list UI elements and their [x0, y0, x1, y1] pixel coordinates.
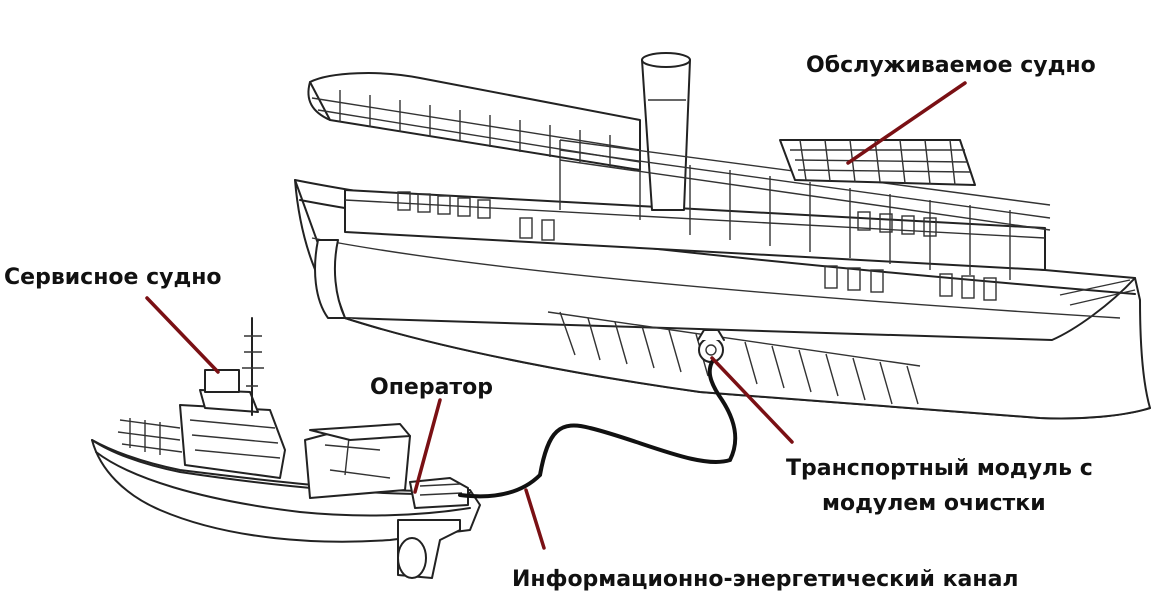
label-service-vessel: Сервисное судно [4, 265, 222, 290]
hull-panels [547, 311, 921, 405]
funnel [641, 53, 691, 211]
served-vessel-drawing [294, 52, 1151, 420]
service-vessel-drawing [91, 317, 481, 579]
label-channel: Информационно-энергетический канал [512, 567, 1019, 592]
leader-lines [145, 81, 967, 550]
leader-service-vessel [145, 296, 220, 374]
leader-channel [524, 488, 546, 550]
served-vessel-bottom [344, 317, 1151, 420]
leader-operator [413, 398, 442, 494]
label-transport-module-line2: модулем очистки [822, 491, 1046, 516]
served-vessel-windows [397, 191, 997, 301]
transport-module-drawing [697, 329, 725, 363]
label-served-vessel: Обслуживаемое судно [806, 53, 1096, 78]
leader-transport-module [710, 356, 794, 444]
leader-served-vessel [846, 81, 967, 165]
information-energy-channel-cable [458, 360, 738, 499]
label-operator: Оператор [370, 375, 494, 400]
label-transport-module-line1: Транспортный модуль с [786, 456, 1093, 481]
